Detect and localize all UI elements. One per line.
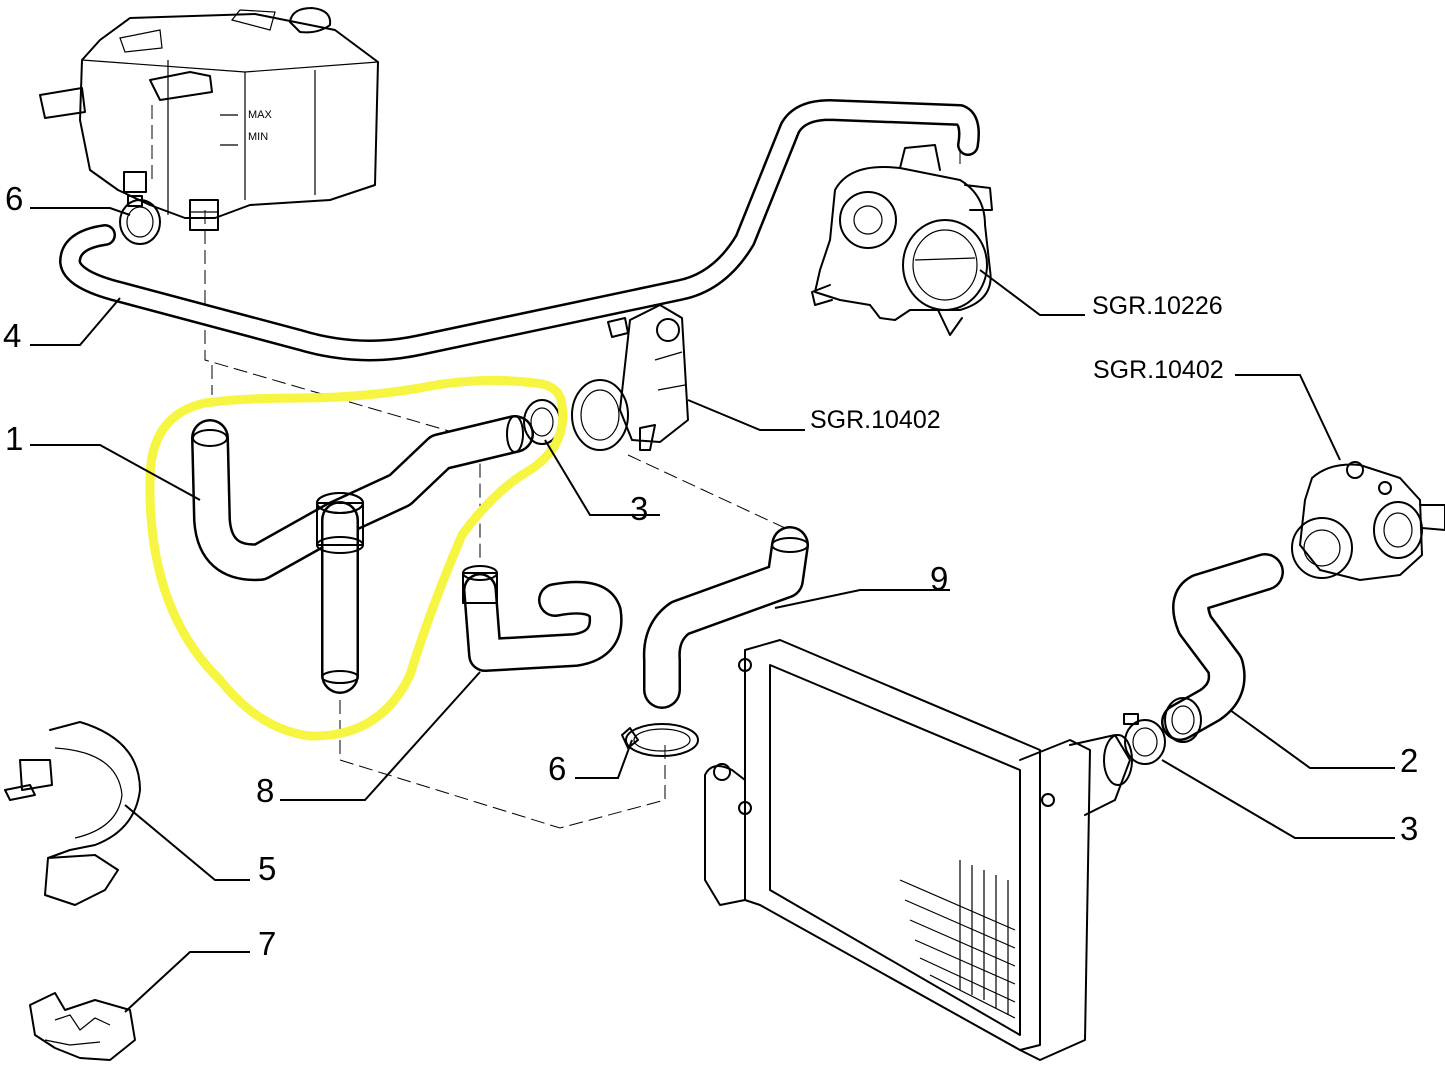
reference-labels: SGR.10226 SGR.10402 SGR.10402: [810, 292, 1224, 434]
part-labels: 6 4 1 3 9 6 8 2 3 5 7: [3, 180, 1418, 962]
part-label-3-left: 3: [630, 490, 648, 527]
ref-throttle-body: SGR.10226: [1092, 292, 1223, 320]
clip-7: [29, 992, 136, 1061]
part-label-4: 4: [3, 317, 21, 354]
part-label-6-upper: 6: [5, 180, 23, 217]
throttle-body: [811, 144, 993, 336]
clamp-6-upper: [119, 195, 161, 245]
part-label-5: 5: [258, 850, 276, 887]
tank-min-mark: MIN: [248, 131, 268, 143]
ref-thermostat-right: SGR.10402: [1093, 356, 1224, 384]
part-1-highlight: [145, 375, 568, 741]
leader-lines: [30, 207, 1395, 1013]
radiator: [704, 639, 1133, 1061]
tank-max-mark: MAX: [248, 109, 273, 121]
assembly-dash-lines: [151, 105, 961, 829]
part-label-1: 1: [5, 420, 23, 457]
hose-2: [1161, 553, 1284, 743]
thermostat-housing-right: [1291, 461, 1445, 581]
thermostat-housing-left: [571, 304, 689, 451]
part-label-2: 2: [1400, 742, 1418, 779]
hose-1: [191, 415, 534, 694]
expansion-tank: MAX MIN: [39, 7, 379, 231]
part-label-6-lower: 6: [548, 750, 566, 787]
part-label-9: 9: [930, 560, 948, 597]
clamp-3-right: [1123, 713, 1166, 765]
part-label-8: 8: [256, 772, 274, 809]
clamp-6-lower: [621, 723, 699, 757]
part-label-7: 7: [258, 925, 276, 962]
part-label-3-right: 3: [1400, 810, 1418, 847]
hose-9: [642, 526, 809, 709]
hose-4: [59, 99, 980, 362]
hose-8: [462, 565, 623, 672]
ref-thermostat-left: SGR.10402: [810, 406, 941, 434]
clip-5: [4, 721, 141, 906]
radiator-core-grid: [899, 860, 1016, 1019]
